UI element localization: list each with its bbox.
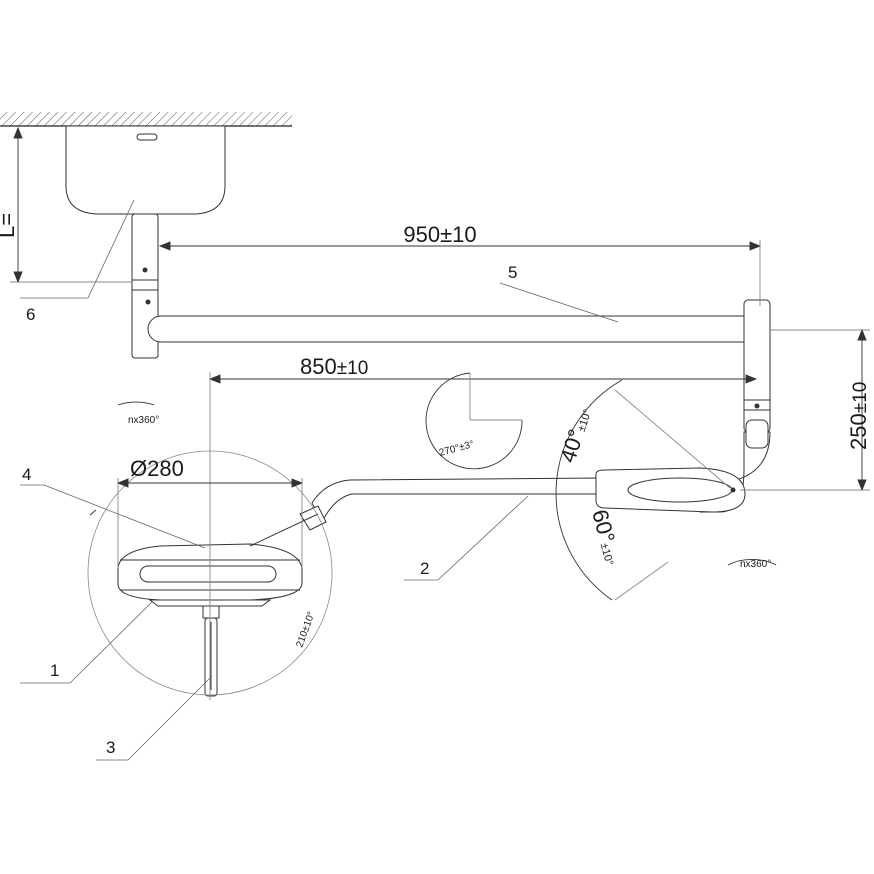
dim-length: L= bbox=[0, 213, 19, 238]
part-label-4: 4 bbox=[22, 465, 31, 484]
lamp-head bbox=[117, 513, 319, 607]
dim-850: 850±10 bbox=[300, 354, 368, 379]
dim-270: 270°±3° bbox=[438, 439, 475, 459]
part-label-3: 3 bbox=[106, 738, 115, 757]
part-label-2: 2 bbox=[420, 559, 429, 578]
spring-arm bbox=[299, 467, 746, 531]
dim-250-value: 250 bbox=[846, 413, 871, 450]
dim-40: 40°±10° bbox=[555, 405, 596, 466]
dim-850-value: 850 bbox=[300, 354, 337, 379]
dim-60: 60°±10° bbox=[587, 507, 626, 568]
ceiling-canopy bbox=[65, 125, 226, 215]
leader-lines bbox=[20, 199, 619, 761]
dimension-lines bbox=[10, 126, 870, 700]
dim-diameter: Ø280 bbox=[130, 456, 184, 481]
dim-250-tol: ±10 bbox=[850, 382, 871, 414]
dim-60-tol: ±10° bbox=[598, 542, 615, 567]
dim-270-value: 270° bbox=[438, 443, 461, 459]
ceiling bbox=[0, 112, 292, 127]
part-label-5: 5 bbox=[508, 263, 517, 282]
rotation-badge-arm: nx360° bbox=[740, 559, 771, 570]
dim-850-tol: ±10 bbox=[337, 358, 369, 379]
dim-210-tol: ±10° bbox=[300, 610, 317, 633]
part-label-1: 1 bbox=[50, 661, 59, 680]
dim-950: 950±10 bbox=[403, 222, 476, 247]
dim-250: 250±10 bbox=[846, 382, 871, 450]
rotation-badge-post: nx360° bbox=[128, 415, 159, 426]
dim-40-tol: ±10° bbox=[576, 408, 594, 433]
dim-270-tol: ±3° bbox=[458, 439, 475, 454]
sterile-handle bbox=[202, 605, 220, 697]
dim-210: 210±10° bbox=[294, 610, 317, 649]
dim-60-value: 60° bbox=[587, 507, 620, 546]
horizontal-arm bbox=[147, 299, 771, 513]
part-label-6: 6 bbox=[26, 305, 35, 324]
